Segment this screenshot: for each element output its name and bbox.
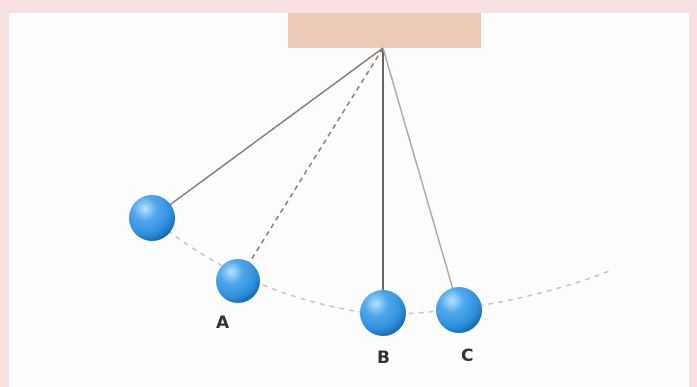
- pendulum-bob-b: [360, 290, 406, 336]
- pendulum-bob-start: [129, 195, 175, 241]
- label-c: C: [461, 346, 473, 366]
- string-position-c: [382, 47, 460, 311]
- string-position-a: [237, 47, 384, 282]
- label-b: B: [377, 348, 390, 368]
- label-a: A: [216, 313, 230, 333]
- pendulum-bob-a: [216, 259, 260, 303]
- pendulum-bob-c: [436, 287, 482, 333]
- ceiling-support: [288, 13, 481, 48]
- string-start-position: [151, 47, 384, 219]
- diagram-panel: [9, 13, 689, 387]
